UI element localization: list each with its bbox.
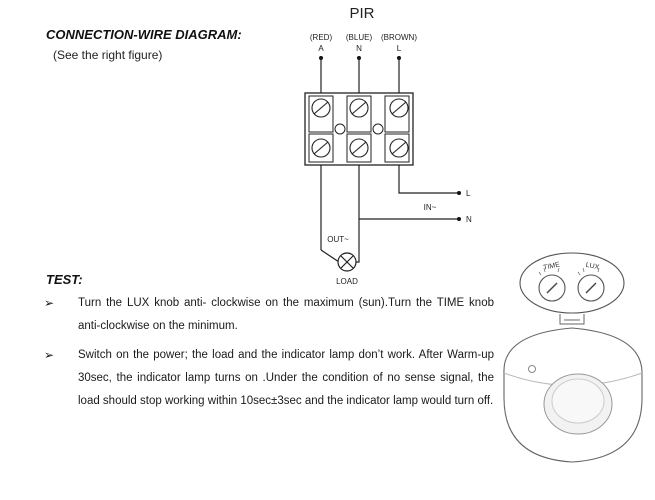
line-out-label: OUT~ [327, 235, 349, 244]
screw-icons [311, 98, 409, 158]
knob-scale-ticks [538, 267, 600, 276]
supply-l-label: L [466, 189, 471, 198]
indicator-lamp [528, 365, 536, 373]
top-wires [320, 58, 400, 93]
test-step: ➢ Turn the LUX knob anti- clockwise on t… [44, 292, 494, 338]
terminal-dots [319, 56, 401, 60]
bottom-wires [320, 165, 459, 263]
diagram-title: PIR [349, 5, 374, 22]
terminal-n-label: N [356, 44, 362, 53]
wiring-diagram: PIR (RED) (BLUE) (BROWN) A N L [304, 5, 472, 286]
test-steps: ➢ Turn the LUX knob anti- clockwise on t… [44, 292, 494, 419]
test-title: TEST: [46, 272, 83, 287]
lamp-icon [337, 252, 357, 272]
knob-icons [546, 282, 597, 294]
bullet-arrow-icon: ➢ [44, 296, 55, 310]
test-step: ➢ Switch on the power; the load and the … [44, 344, 494, 413]
test-step-text: Switch on the power; the load and the in… [78, 349, 494, 407]
sensor-illustration: TIME LUX [503, 252, 643, 463]
wire-color-blue: (BLUE) [346, 33, 373, 42]
supply-dots [457, 191, 461, 221]
load-label: LOAD [336, 277, 358, 286]
bullet-arrow-icon: ➢ [44, 348, 55, 362]
terminal-block [304, 92, 414, 166]
line-in-label: IN~ [424, 203, 437, 212]
wire-color-brown: (BROWN) [381, 33, 417, 42]
terminal-a-label: A [318, 44, 324, 53]
pir-lens [543, 373, 613, 435]
test-step-text: Turn the LUX knob anti- clockwise on the… [78, 297, 494, 332]
connection-diagram-title: CONNECTION-WIRE DIAGRAM: [46, 27, 242, 42]
connector [559, 314, 585, 325]
terminal-l-label: L [397, 44, 402, 53]
supply-n-label: N [466, 215, 472, 224]
lux-knob-label: LUX [585, 262, 600, 272]
knob-panel [519, 252, 625, 314]
wire-color-red: (RED) [310, 33, 333, 42]
connection-diagram-note: (See the right figure) [53, 48, 163, 62]
time-knob-label: TIME [543, 261, 561, 271]
